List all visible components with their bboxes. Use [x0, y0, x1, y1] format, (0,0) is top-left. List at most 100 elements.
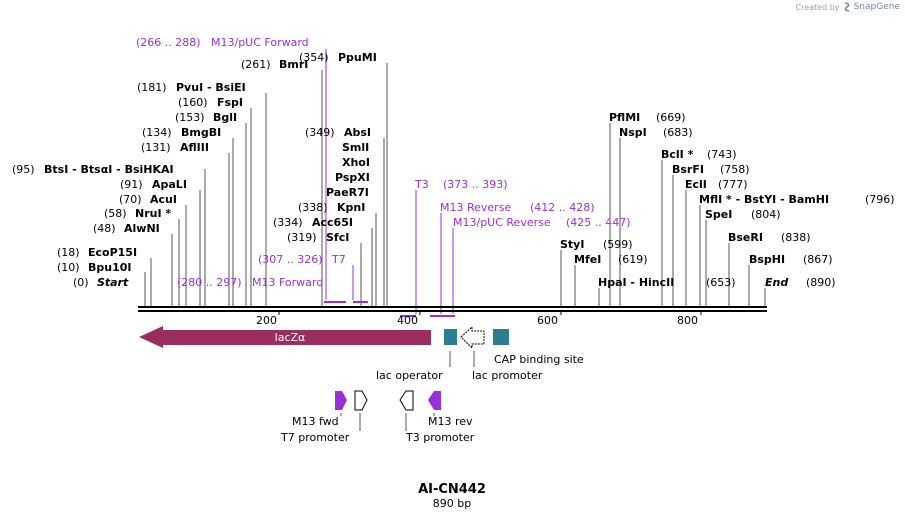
- site-pos: (669): [656, 111, 686, 124]
- site-pos: (261): [241, 58, 271, 71]
- site-pos: (319): [287, 231, 317, 244]
- site-name: MfeI: [574, 253, 601, 266]
- lac-operator-feature: [444, 329, 457, 345]
- t7-promoter-feature: [354, 390, 368, 411]
- site-name: PpuMI: [338, 51, 377, 64]
- ruler-tick-800: 800: [677, 314, 698, 327]
- site-name: BspHI: [749, 253, 785, 266]
- site-name: AlwNI: [124, 222, 160, 235]
- site-pos: (153): [175, 111, 205, 124]
- site-pos: (796): [865, 193, 895, 206]
- primer-range: (307 .. 326): [258, 253, 323, 266]
- lac-operator-label: lac operator: [376, 369, 443, 382]
- primer-range: (425 .. 447): [566, 216, 631, 229]
- site-pos: (10): [57, 261, 80, 274]
- site-name: XhoI: [342, 156, 370, 169]
- site-name: BclI *: [661, 148, 694, 161]
- site-pos: (743): [707, 148, 737, 161]
- site-pos: (867): [803, 253, 833, 266]
- site-name: BglI: [213, 111, 237, 124]
- site-name: ApaLI: [152, 178, 187, 191]
- site-name: End: [765, 276, 788, 289]
- t3-promoter-feature: [399, 390, 414, 411]
- plasmid-name: AI-CN442: [418, 482, 486, 497]
- site-pos: (18): [57, 246, 80, 259]
- t3-promoter-label: T3 promoter: [405, 431, 475, 444]
- site-name: EcoP15I: [88, 246, 137, 259]
- credit-prefix: Created by: [795, 2, 840, 12]
- site-name: BtsI - BtsαI - BsiHKAI: [44, 163, 174, 176]
- right-site-labels: PflMI (669) NspI (683) BclI * (743) BsrF…: [560, 111, 895, 289]
- primer-range: (373 .. 393): [443, 178, 508, 191]
- site-pos: (804): [751, 208, 781, 221]
- site-name: SpeI: [705, 208, 732, 221]
- site-pos: (95): [12, 163, 35, 176]
- cap-binding-site-feature: [493, 329, 509, 345]
- snapgene-credit: Created by SnapGene: [796, 2, 900, 12]
- site-name: PflMI: [609, 111, 640, 124]
- site-pos: (838): [781, 231, 811, 244]
- site-pos: (91): [120, 178, 143, 191]
- site-name: SmlI: [342, 141, 369, 154]
- site-name: AcuI: [150, 193, 177, 206]
- ruler-tick-400: 400: [397, 314, 418, 327]
- site-name: StyI: [560, 238, 584, 251]
- site-name: EclI: [685, 178, 707, 191]
- site-name: KpnI: [337, 201, 365, 214]
- site-name: BseRI: [728, 231, 763, 244]
- site-pos: (181): [137, 81, 167, 94]
- site-name: BsrFI: [672, 163, 704, 176]
- sequence-backbone: [138, 306, 767, 315]
- credit-brand: SnapGene: [853, 2, 900, 12]
- t7-promoter-label: T7 promoter: [280, 431, 350, 444]
- site-name: PaeR7I: [326, 186, 369, 199]
- primer-name: M13/pUC Reverse: [453, 216, 551, 229]
- lac-promoter-label: lac promoter: [472, 369, 543, 382]
- m13-rev-label: M13 rev: [428, 415, 473, 428]
- site-name: FspI: [217, 96, 243, 109]
- site-pos: (338): [298, 201, 328, 214]
- left-site-labels: (354) PpuMI (261) BmrI (181) PvuI - BsiE…: [12, 51, 377, 289]
- primer-name: M13/pUC Forward: [211, 36, 309, 49]
- site-name: PvuI - BsiEI: [176, 81, 246, 94]
- primer-range: (412 .. 428): [530, 201, 595, 214]
- m13-rev-feature: [428, 391, 441, 410]
- site-name: MflI * - BstYI - BamHI: [699, 193, 829, 206]
- site-pos: (619): [618, 253, 648, 266]
- site-pos: (683): [663, 126, 693, 139]
- site-name: NruI *: [135, 207, 171, 220]
- site-name: NspI: [619, 126, 647, 139]
- site-pos: (890): [806, 276, 836, 289]
- site-name: AflIII: [180, 141, 209, 154]
- site-pos: (131): [141, 141, 171, 154]
- site-pos: (70): [119, 193, 142, 206]
- site-name: AbsI: [344, 126, 371, 139]
- primer-range: (266 .. 288): [136, 36, 201, 49]
- site-pos: (48): [93, 222, 116, 235]
- m13-fwd-label: M13 fwd: [292, 415, 339, 428]
- site-pos: (160): [178, 96, 208, 109]
- site-lines: [144, 63, 766, 306]
- primer-name: M13 Forward: [252, 276, 323, 289]
- ruler-tick-600: 600: [537, 314, 558, 327]
- site-pos: (134): [142, 126, 172, 139]
- primer-range: (280 .. 297): [177, 276, 242, 289]
- site-pos: (354): [299, 51, 329, 64]
- primer-name: T3: [414, 178, 429, 191]
- site-name: BmgBI: [181, 126, 221, 139]
- ruler-tick-200: 200: [256, 314, 277, 327]
- site-name: Acc65I: [312, 216, 353, 229]
- site-name: SfcI: [326, 231, 349, 244]
- snapgene-logo-icon: [844, 2, 849, 12]
- site-name: Bpu10I: [88, 261, 132, 274]
- m13-fwd-feature: [335, 391, 347, 410]
- site-pos: (653): [706, 276, 736, 289]
- plasmid-size: 890 bp: [433, 497, 471, 510]
- primer-name: M13 Reverse: [440, 201, 511, 214]
- primer-name: T7: [331, 253, 346, 266]
- cap-binding-site-label: CAP binding site: [494, 353, 584, 366]
- site-pos: (334): [273, 216, 303, 229]
- lac-promoter-feature: [460, 325, 485, 350]
- site-pos: (0): [73, 276, 89, 289]
